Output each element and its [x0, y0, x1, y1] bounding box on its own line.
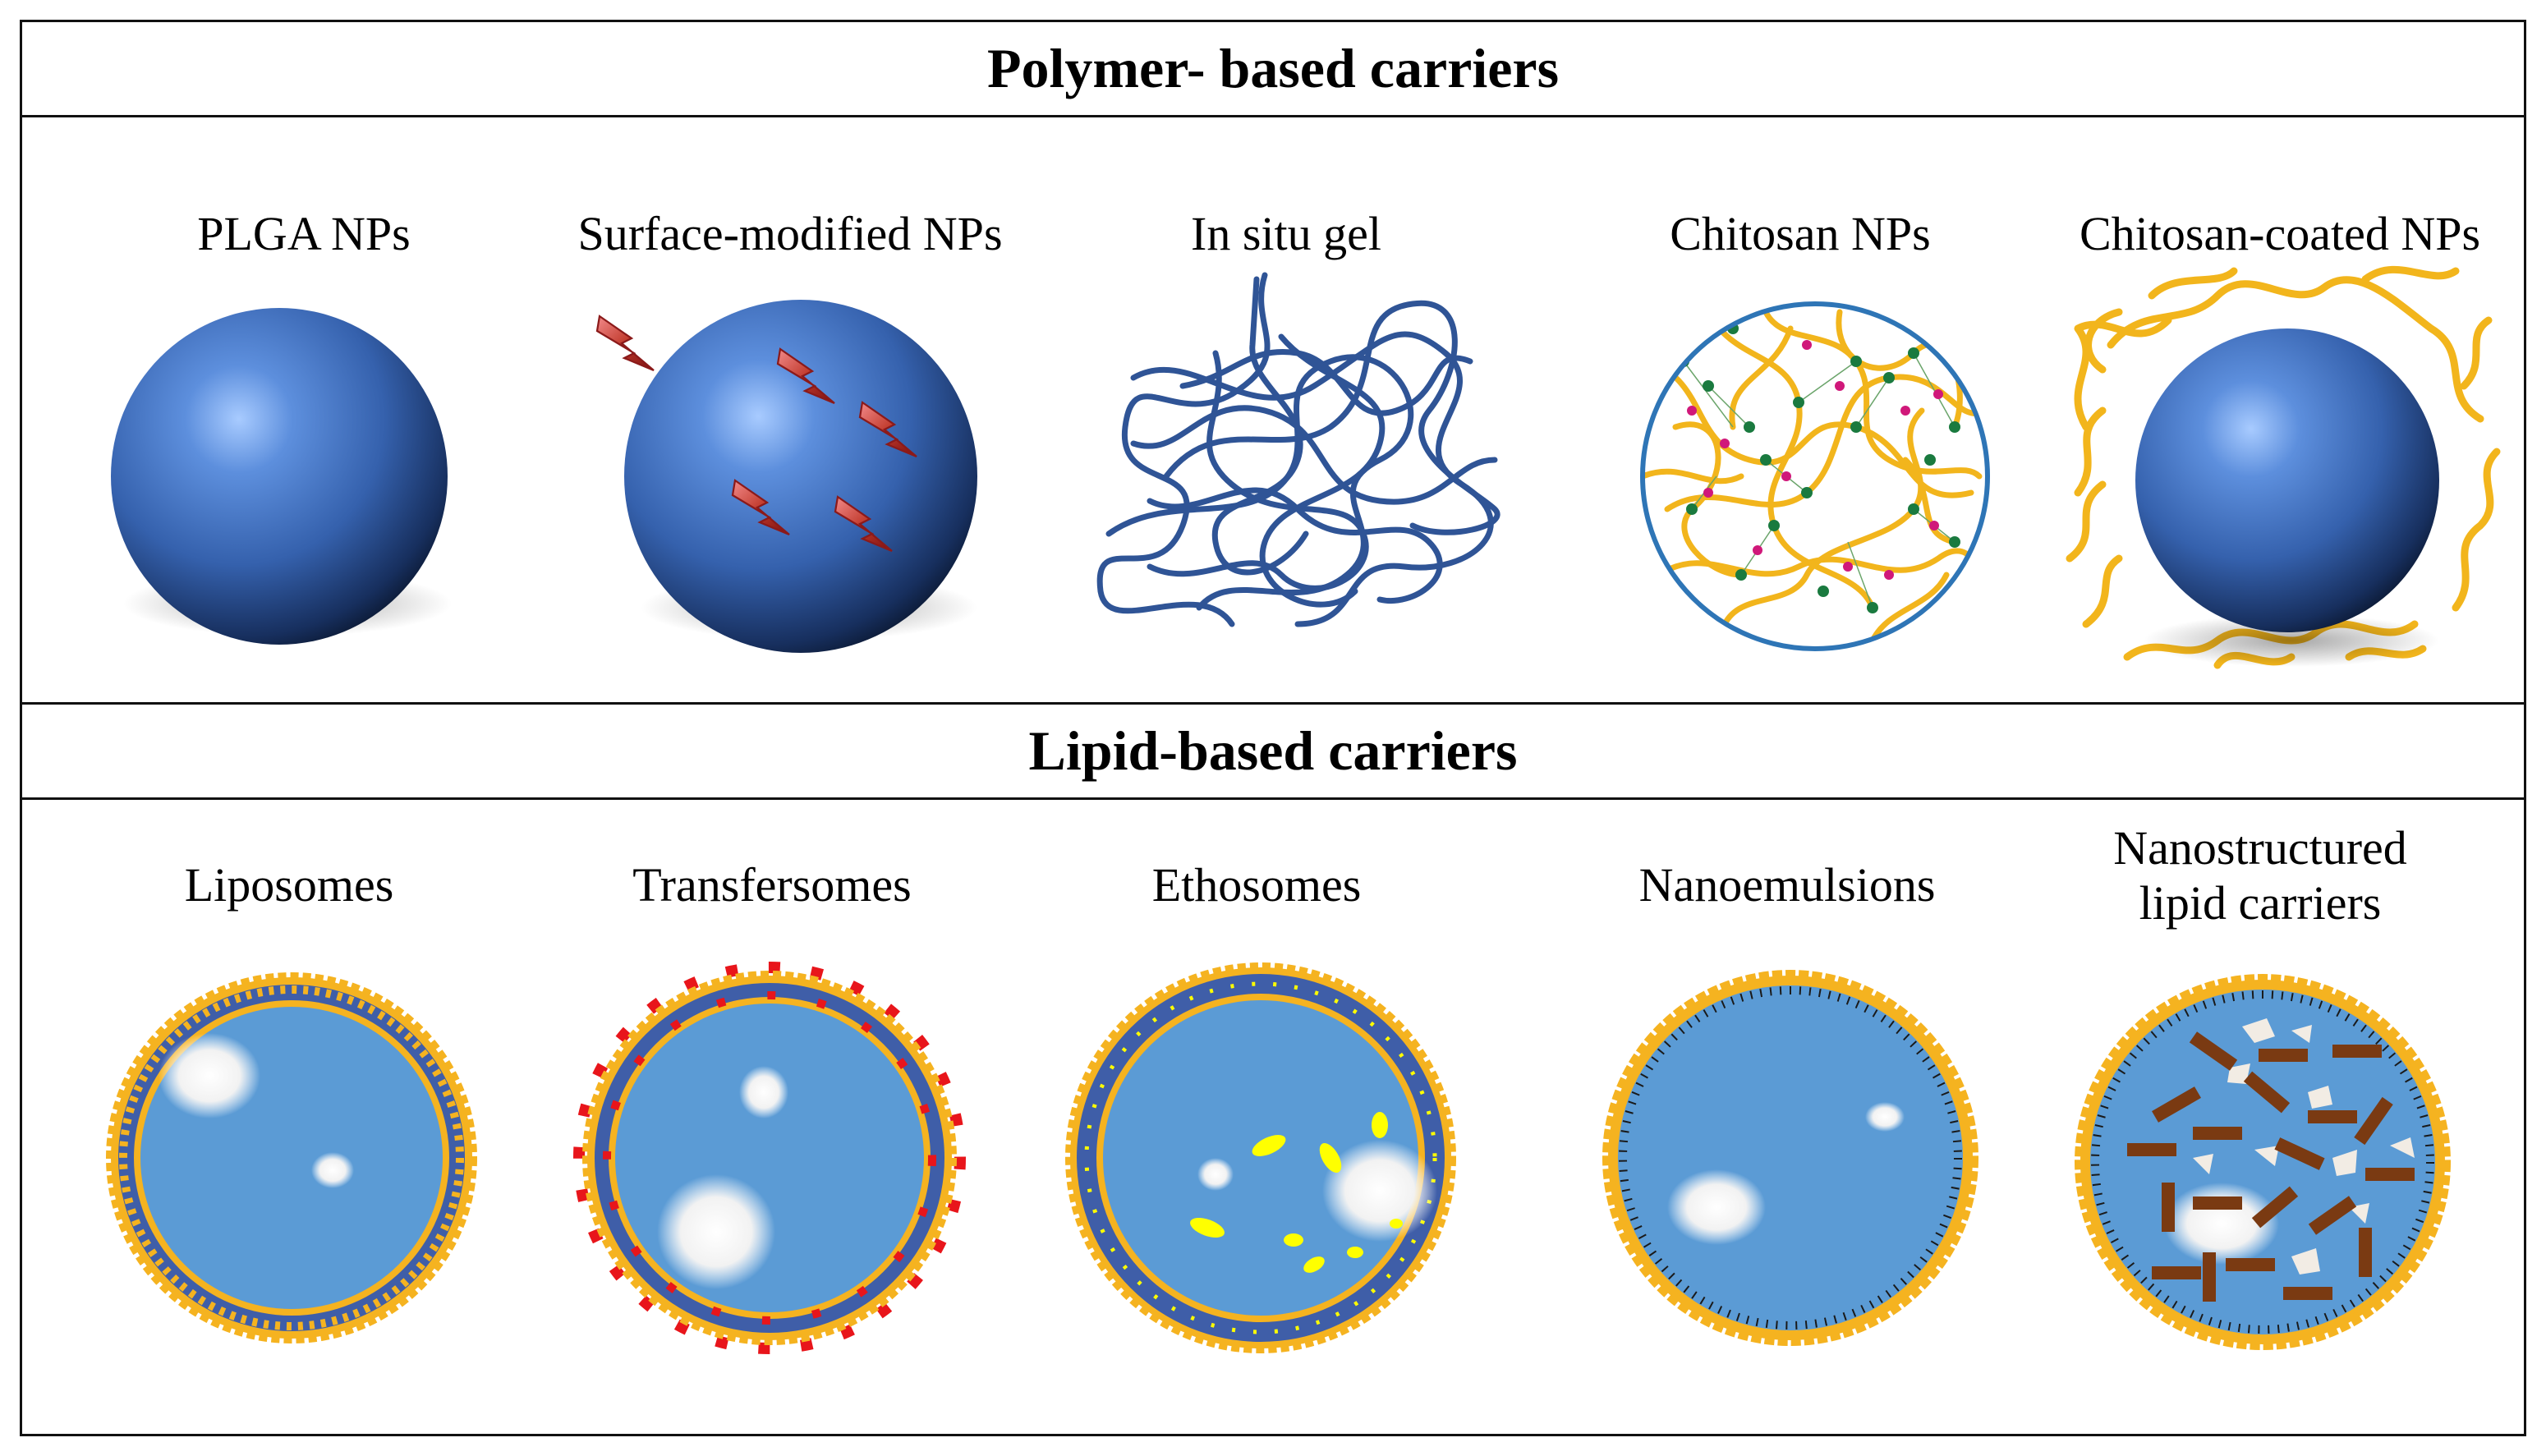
- label-chitosan-nps: Chitosan NPs: [1670, 207, 1931, 260]
- label-nanoemulsions: Nanoemulsions: [1638, 858, 1936, 912]
- label-transfersomes: Transfersomes: [632, 858, 912, 912]
- solid-lipid-bars: [2127, 1031, 2415, 1302]
- lipid-section-title: Lipid-based carriers: [22, 702, 2524, 800]
- liquid-lipid-shards: [2193, 1018, 2415, 1275]
- label-nanostructured-lipid-carriers: Nanostructured lipid carriers: [2006, 821, 2515, 930]
- label-in-situ-gel: In situ gel: [1191, 207, 1381, 260]
- label-ethosomes: Ethosomes: [1151, 858, 1362, 912]
- chitosan-nanoparticle-icon: [1640, 301, 1990, 651]
- chitosan-coated-nanoparticle-icon: [2066, 266, 2501, 669]
- ethanol-droplets: [1190, 1112, 1403, 1273]
- label-liposomes: Liposomes: [184, 858, 394, 912]
- label-nlc-line-1: Nanostructured: [2113, 821, 2407, 875]
- plga-nanoparticle-icon: [111, 308, 452, 645]
- label-nlc-line-2: lipid carriers: [2139, 875, 2382, 930]
- ethosome-icon: [1065, 962, 1456, 1353]
- nanostructured-lipid-carrier-icon: [2075, 974, 2451, 1350]
- in-situ-gel-network-icon: [1096, 272, 1500, 627]
- transfersome-icon: [573, 962, 966, 1354]
- polymer-section-title: Polymer- based carriers: [22, 22, 2524, 117]
- liposome-icon: [106, 972, 477, 1343]
- ligand-bolt-icon: [595, 315, 655, 372]
- label-plga-nps: PLGA NPs: [197, 207, 411, 260]
- figure-frame: Polymer- based carriers Lipid-based carr…: [20, 20, 2526, 1436]
- nanoemulsion-icon: [1602, 970, 1978, 1346]
- surface-modified-nanoparticle-icon: [595, 300, 977, 653]
- label-chitosan-coated-nps: Chitosan-coated NPs: [2079, 207, 2481, 260]
- label-surface-modified-nps: Surface-modified NPs: [577, 207, 1003, 260]
